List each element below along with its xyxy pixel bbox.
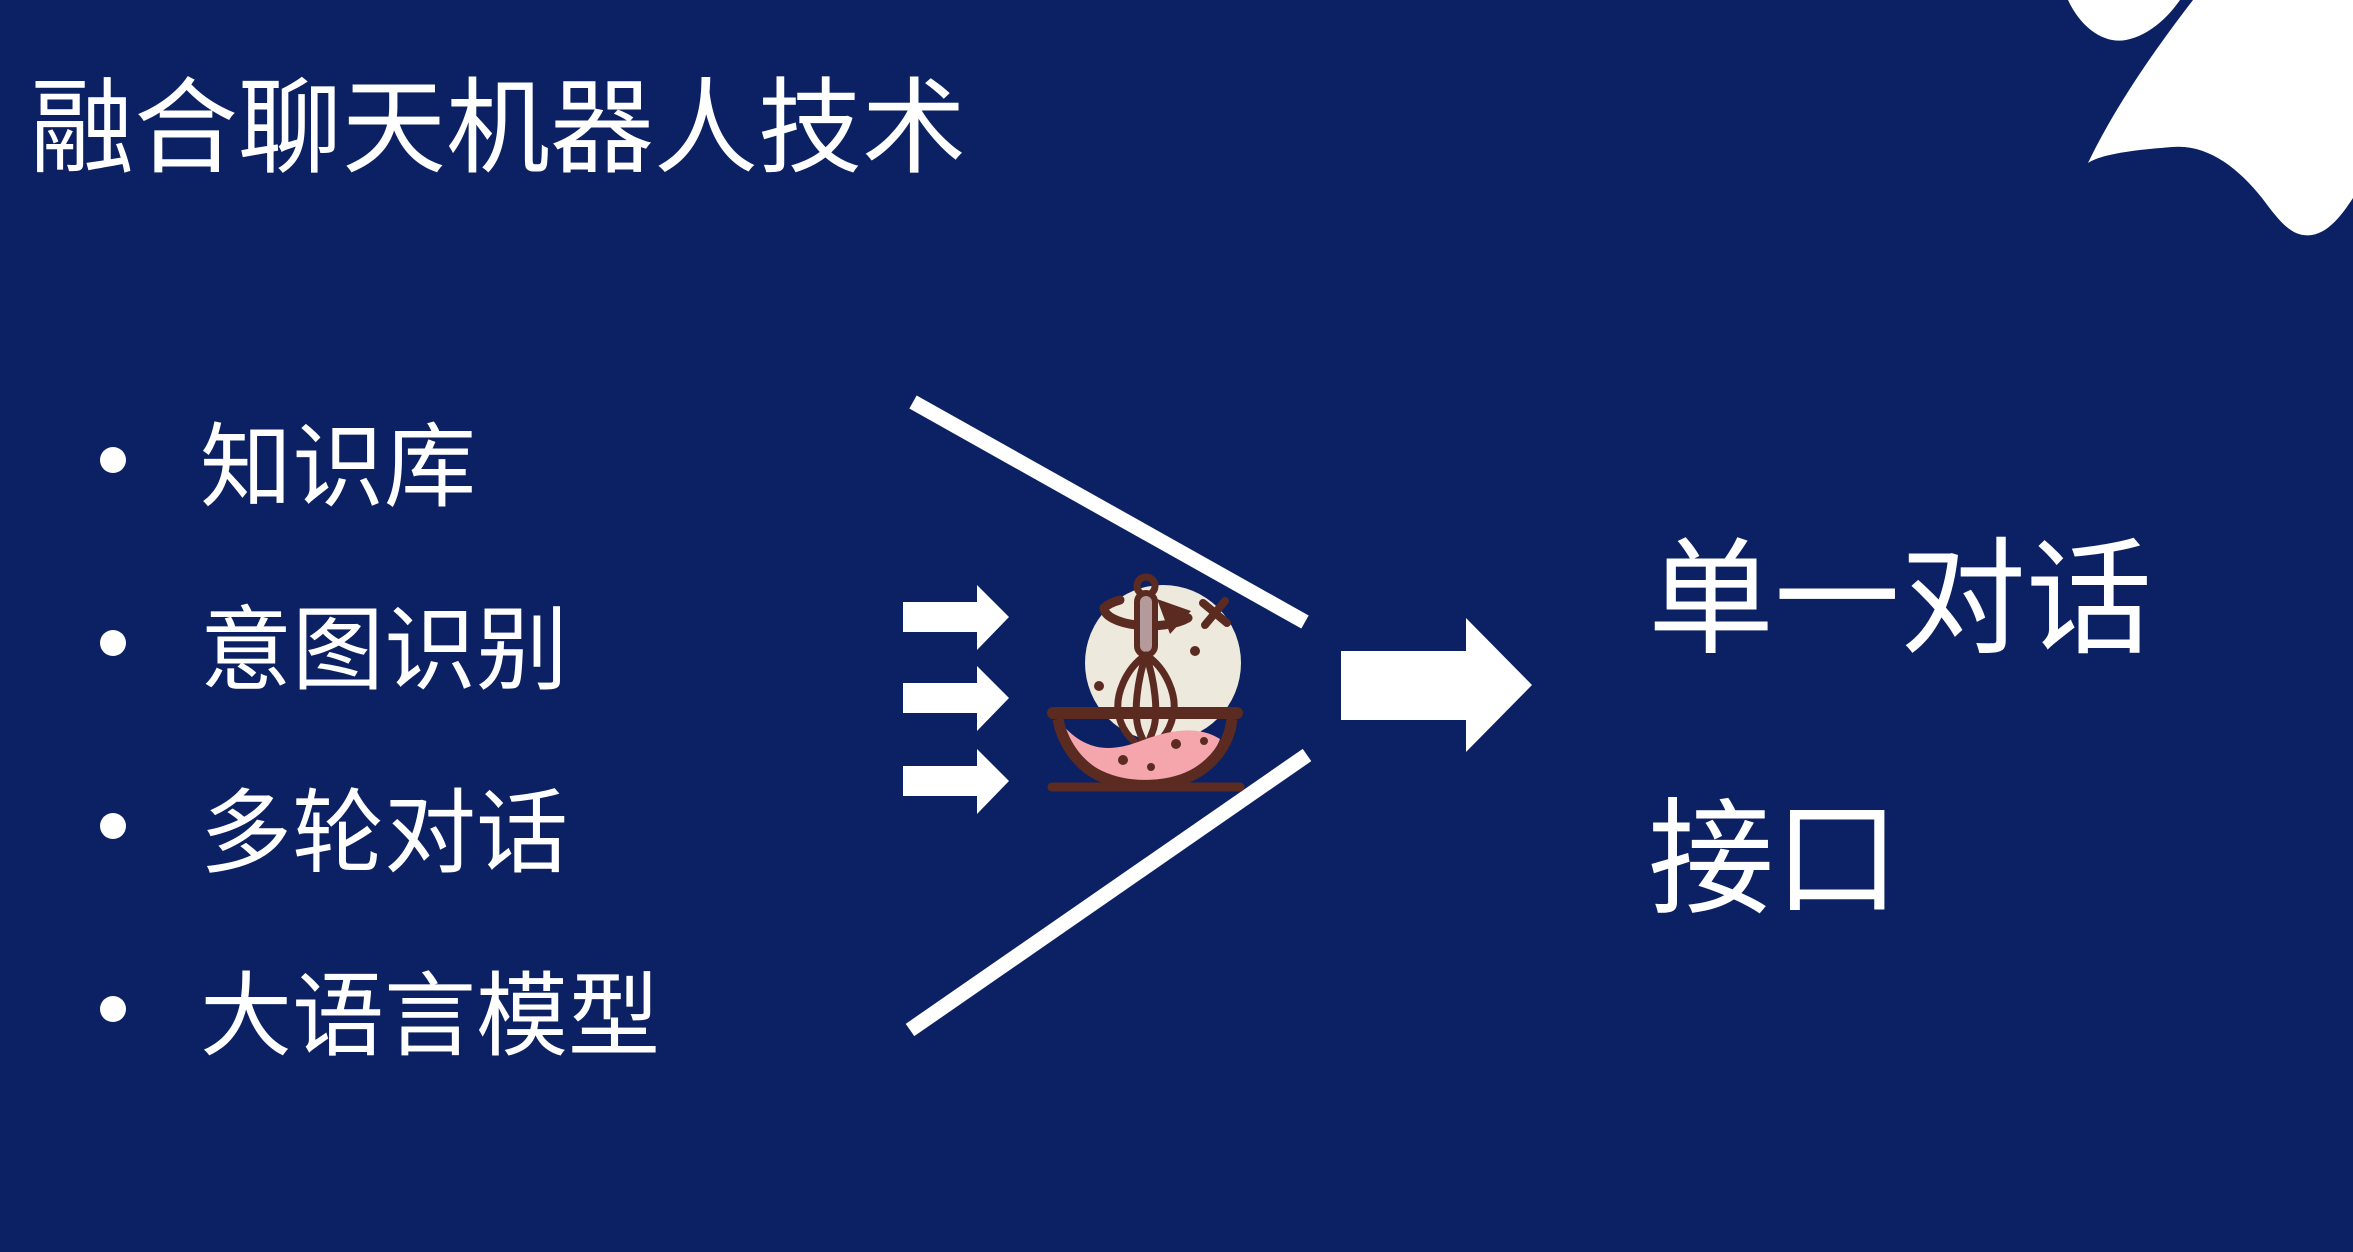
bullet-dot bbox=[100, 446, 126, 473]
funnel-line-bottom bbox=[905, 748, 1312, 1037]
bullet-item: 知识库 bbox=[88, 368, 660, 551]
input-arrow-icon bbox=[903, 585, 1009, 650]
bullet-label: 意图识别 bbox=[200, 600, 569, 702]
slide-title: 融合聊天机器人技术 bbox=[30, 71, 967, 187]
output-arrow-icon bbox=[1341, 618, 1532, 752]
bullet-item: 多轮对话 bbox=[88, 734, 660, 917]
bullet-label: 知识库 bbox=[200, 417, 477, 519]
bullet-dot bbox=[100, 629, 126, 656]
funnel-line-top bbox=[909, 395, 1309, 629]
bullet-dot bbox=[100, 995, 126, 1022]
input-arrow-icon bbox=[903, 666, 1009, 731]
bullet-dot bbox=[100, 812, 126, 839]
output-label-line2: 接口 bbox=[1648, 789, 1900, 930]
whisk-mixing-bowl-icon bbox=[1047, 573, 1245, 792]
corner-swoosh-decoration bbox=[2068, 0, 2353, 236]
bullet-label: 大语言模型 bbox=[200, 966, 661, 1068]
input-arrow-icon bbox=[903, 749, 1009, 814]
sparkle-icon bbox=[1199, 597, 1231, 629]
output-label-line1: 单一对话 bbox=[1648, 529, 2152, 670]
bullet-list: 知识库 意图识别 多轮对话 大语言模型 bbox=[88, 368, 660, 1100]
bullet-item: 大语言模型 bbox=[88, 917, 660, 1100]
bullet-label: 多轮对话 bbox=[200, 783, 569, 885]
funnel-lines bbox=[905, 395, 1312, 1037]
input-arrow-icons bbox=[903, 585, 1009, 814]
bullet-item: 意图识别 bbox=[88, 551, 660, 734]
